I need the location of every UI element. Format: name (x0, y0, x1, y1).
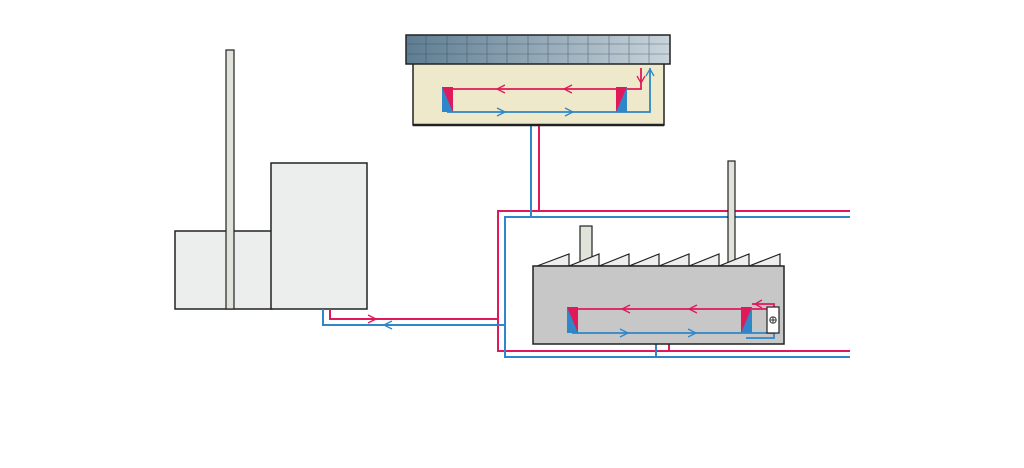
roof-panel-grid (406, 35, 670, 64)
factory-tall-chimney-icon (727, 160, 736, 269)
district-network-pipes (322, 89, 850, 358)
solar-panel-roof-icon (405, 34, 671, 65)
plant-return-pipe (322, 309, 505, 326)
house-internal-supply (447, 68, 642, 90)
factory-internal-return (572, 332, 775, 339)
house-internal-return (447, 68, 651, 113)
plant-low-building (174, 230, 273, 310)
plant-flow-arrows (367, 314, 393, 330)
factory (532, 160, 785, 345)
factory-sawtooth-roof (536, 253, 781, 267)
heat-exchanger-icon (741, 307, 752, 333)
heat-exchanger-icon (616, 87, 627, 112)
plant-tall-building (270, 162, 368, 310)
heat-exchanger-icon (442, 87, 453, 112)
plant-chimney-icon (225, 49, 235, 310)
house (405, 34, 671, 127)
heating-plant (174, 49, 368, 310)
radiator-icon (766, 306, 780, 334)
network-return-pipe (504, 216, 850, 358)
plant-supply-pipe (329, 309, 498, 320)
heat-exchanger-icon (567, 307, 578, 333)
network-supply-pipe (497, 210, 850, 352)
